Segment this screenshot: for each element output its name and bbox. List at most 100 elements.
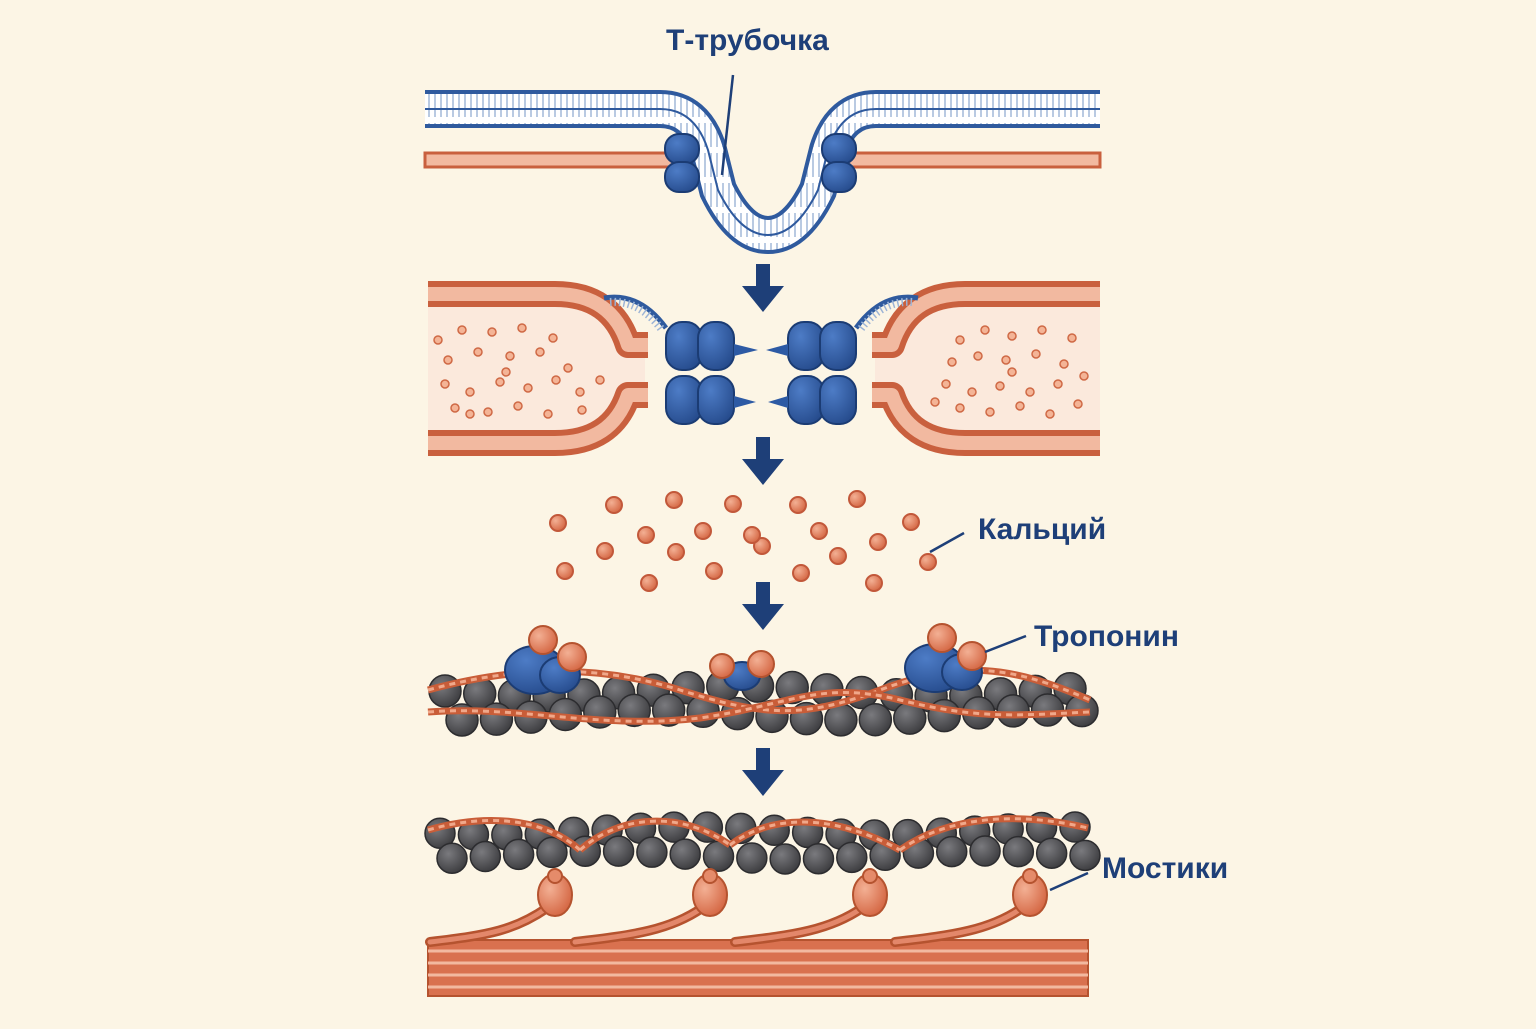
calcium-ion [605,496,623,514]
sr-calcium-dot [980,325,990,335]
sr-calcium-dot [1067,333,1077,343]
actin-monomer [996,694,1030,728]
calcium-ion [919,553,937,571]
sr-calcium-dot [577,405,587,415]
membrane-fringe-right [853,294,919,330]
ryr-spikes [734,344,788,408]
actin-monomer [469,840,502,873]
myosin-lever [730,903,867,947]
sr-calcium-dot [1079,371,1089,381]
actin-monomer [736,842,768,874]
sr-calcium-dot [465,387,475,397]
calcium-ion [743,526,761,544]
calcium-ion [549,514,567,532]
sr-calcium-dot [1015,401,1025,411]
label-calcium: Кальций [978,513,1107,546]
troponin-leader [984,634,1027,654]
actin-monomer [769,843,801,875]
actin-monomer [436,842,468,874]
arrow-down-icon [742,748,784,796]
sr-calcium-dot [1001,355,1011,365]
calcium-ion [724,495,742,513]
sr-calcium-dot [947,357,957,367]
sr-lumen-left [428,305,645,433]
myosin-head-tip [702,868,718,884]
sr-calcium-dot [563,363,573,373]
troponin-complex [504,625,587,695]
label-t-tubule: Т-трубочка [666,24,829,57]
actin-monomer [669,838,701,870]
sr-calcium-dot [483,407,493,417]
calcium-ion [665,491,683,509]
sr-calcium-dot [517,323,527,333]
sr-calcium-dot [941,379,951,389]
calcium-ion [694,522,712,540]
troponin-complex [709,650,775,691]
sr-calcium-dot [1073,399,1083,409]
calcium-ion [637,526,655,544]
sr-calcium-dot [575,387,585,397]
sr-calcium-dot [1053,379,1063,389]
actin-monomer [858,702,893,737]
calcium-ion [667,543,685,561]
sr-membrane-right [838,151,1102,169]
sr-calcium-dot [973,351,983,361]
sr-calcium-dot [513,401,523,411]
calcium-ion [792,564,810,582]
ryr-left [665,321,735,425]
membrane-fringe-left [603,294,669,330]
actin-monomer [836,841,868,874]
calcium-ion [865,574,883,592]
myosin-head-tip [547,868,563,884]
sr-calcium-dot [967,387,977,397]
calcium-ion [753,537,771,555]
sr-calcium-dot [487,327,497,337]
calcium-ion [810,522,828,540]
actin-monomer [636,836,668,868]
thick-filament [427,939,1089,997]
myosin-lever-highlight [732,905,865,945]
sr-calcium-dot [955,335,965,345]
sr-calcium-dot [457,325,467,335]
sr-calcium-dot [433,335,443,345]
sr-calcium-dot [465,409,475,419]
t-tubule-bilayer-outer [425,90,1100,255]
myosin-lever-highlight [572,905,705,945]
calcium-ion [789,496,807,514]
sr-calcium-dot [985,407,995,417]
sr-calcium-dot [1037,325,1047,335]
sr-calcium-dot [1045,409,1055,419]
actin-monomer [802,842,835,875]
actin-monomer [1069,839,1101,872]
troponin-complex [904,623,987,693]
label-bridges: Мостики [1102,852,1229,885]
sr-calcium-dot [501,367,511,377]
actin-monomer [969,835,1001,867]
calcium-ion [869,533,887,551]
t-tubule-panel [423,74,1102,255]
actin-monomer [536,836,568,869]
calcium-ion [848,490,866,508]
myosin-heads [425,868,1048,947]
sr-calcium-dot [473,347,483,357]
myosin-lever [425,903,552,947]
thin-filament-panel [427,623,1099,737]
cross-bridge-panel [424,811,1101,997]
t-tubule-bilayer-mid [425,108,1100,237]
actin-monomer [1002,835,1035,868]
actin-monomer [1035,837,1068,869]
sr-calcium-dot [443,355,453,365]
sr-calcium-dot [505,351,515,361]
dhpr-left [664,133,700,193]
calcium-ion [556,562,574,580]
myosin-lever [570,903,707,947]
calcium-ion [705,562,723,580]
myosin-lever-highlight [892,905,1025,945]
sr-calcium-dot [1059,359,1069,369]
sr-calcium-dot [1007,331,1017,341]
actin-monomer [602,835,635,867]
sr-calcium-dot [1031,349,1041,359]
bridges-leader [1049,871,1089,892]
